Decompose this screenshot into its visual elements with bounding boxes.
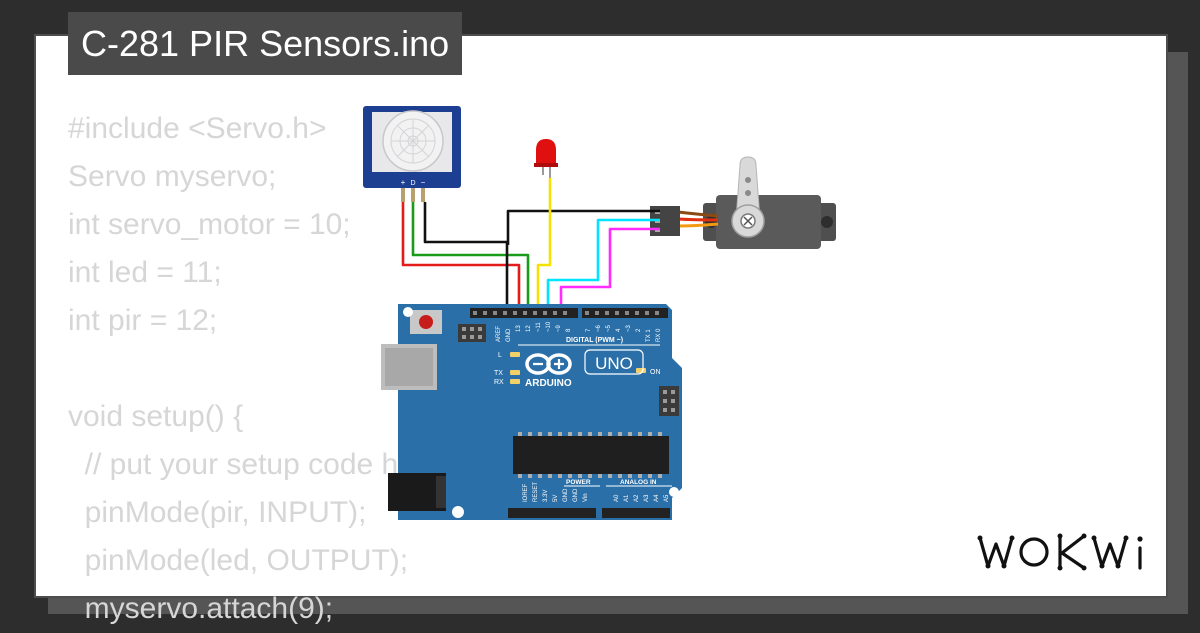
arduino-uno-board: AREF GND 13 12 ~11 ~10 ~9 8 7 ~6 ~5 4 ~3… xyxy=(381,304,682,520)
model-label: UNO xyxy=(595,354,633,373)
pin-label: ~5 xyxy=(606,324,612,332)
pir-pin-label: − xyxy=(421,178,426,187)
pin-label: A1 xyxy=(624,494,630,502)
pin-label: ~6 xyxy=(596,324,602,332)
pin-label: TX 1 xyxy=(646,329,652,342)
wire-servo-ground xyxy=(506,209,660,245)
pin-label: RESET xyxy=(533,482,539,502)
pin-label: RX 0 xyxy=(656,328,662,342)
wire-ground xyxy=(423,202,509,315)
pin-label: 7 xyxy=(586,328,592,332)
pin-label: GND xyxy=(573,488,579,502)
microcontroller-chip xyxy=(513,436,669,474)
led-label: TX xyxy=(494,370,503,377)
pin-label: 3.3V xyxy=(543,490,549,502)
on-label: ON xyxy=(650,369,661,376)
wire-servo-ctrl xyxy=(559,227,660,315)
analog-header-label: ANALOG IN xyxy=(620,479,657,486)
brand-label: ARDUINO xyxy=(525,378,572,389)
wire-power xyxy=(401,202,521,315)
wire-led-ground xyxy=(518,175,543,195)
wire-led xyxy=(536,178,552,315)
power-header-label: POWER xyxy=(566,479,591,486)
code-line: myservo.attach(9); xyxy=(68,592,334,625)
power-pin-labels: IOREF RESET 3.3V 5V GND GND Vin A0 A1 A2… xyxy=(523,482,670,502)
pin-label: 4 xyxy=(616,328,622,332)
code-line: Servo myservo; xyxy=(68,160,277,193)
led-label: RX xyxy=(494,379,504,386)
wires xyxy=(401,175,660,315)
analog-header xyxy=(602,508,670,518)
pin-label: Vin xyxy=(583,493,589,502)
wire-pir-signal xyxy=(411,202,530,315)
digital-header-label: DIGITAL (PWM ~) xyxy=(566,337,623,344)
pin-label: GND xyxy=(563,488,569,502)
pin-label: A3 xyxy=(644,494,650,502)
pin-label: AREF xyxy=(496,326,502,342)
code-line: pinMode(led, OUTPUT); xyxy=(68,544,409,577)
code-line: int servo_motor = 10; xyxy=(68,208,351,241)
servo-motor xyxy=(650,156,836,249)
wire-servo-pwm xyxy=(546,218,660,315)
code-line: void setup() { xyxy=(68,400,244,433)
pir-sensor: + D − xyxy=(363,106,461,202)
wokwi-logo xyxy=(977,533,1143,571)
pir-pin-label: D xyxy=(410,180,415,187)
pin-label: A0 xyxy=(614,494,620,502)
power-header xyxy=(508,508,596,518)
code-line: #include <Servo.h> xyxy=(68,112,327,145)
pin-label: ~11 xyxy=(536,322,542,332)
red-led xyxy=(534,139,558,178)
pin-label: 5V xyxy=(553,495,559,502)
pin-label: A2 xyxy=(634,494,640,502)
pin-label: ~10 xyxy=(546,321,552,332)
pin-label: 2 xyxy=(636,328,642,332)
pin-label: A4 xyxy=(654,494,660,502)
code-line: int led = 11; xyxy=(68,256,222,289)
led-dome xyxy=(536,139,556,164)
pin-label: GND xyxy=(506,328,512,342)
arduino-logo-icon xyxy=(525,353,572,375)
code-line: pinMode(pir, INPUT); xyxy=(68,496,367,529)
pin-label: A5 xyxy=(664,494,670,502)
pin-label: 12 xyxy=(526,325,532,332)
top-pin-labels: AREF GND 13 12 ~11 ~10 ~9 8 7 ~6 ~5 4 ~3… xyxy=(496,321,662,342)
project-title: C-281 PIR Sensors.ino xyxy=(68,12,463,75)
pin-label: 8 xyxy=(566,328,572,332)
pin-label: IOREF xyxy=(523,483,529,502)
pin-label: ~3 xyxy=(626,324,632,332)
pin-label: 13 xyxy=(516,325,522,332)
circuit-diagram: + D − xyxy=(363,106,836,520)
led-label: L xyxy=(498,352,502,359)
code-line: int pir = 12; xyxy=(68,304,218,337)
pin-label: ~9 xyxy=(556,324,562,332)
servo-horn xyxy=(735,156,761,221)
pir-pin-label: + xyxy=(401,178,406,187)
